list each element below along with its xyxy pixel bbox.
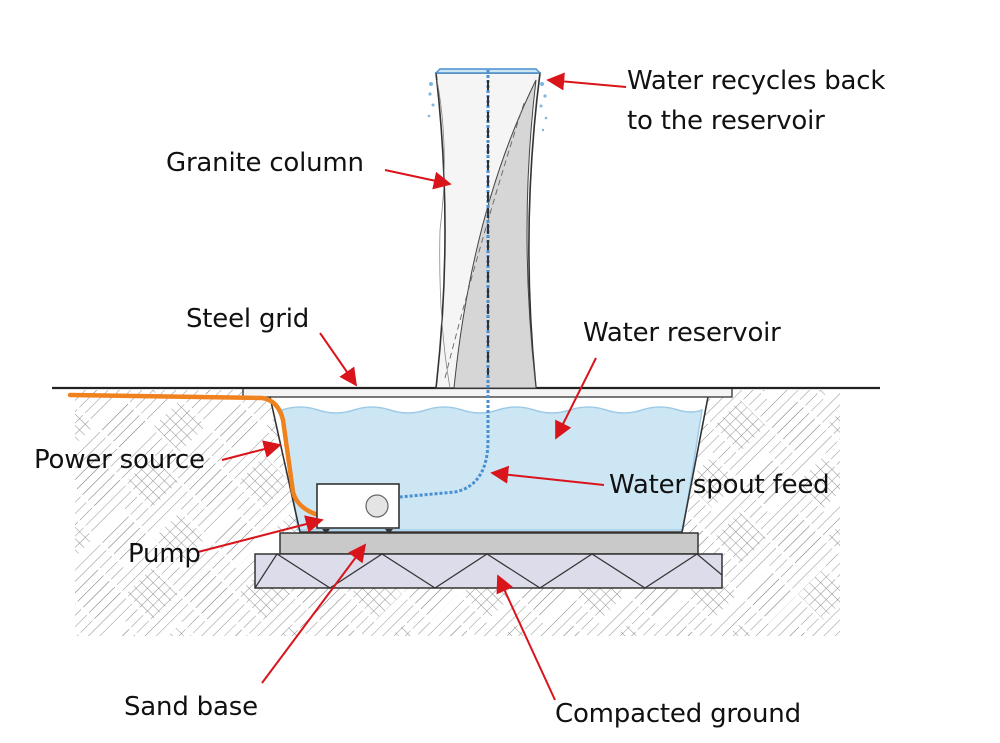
arrow-icon bbox=[555, 357, 597, 440]
ground-block bbox=[149, 507, 211, 569]
ground-block bbox=[205, 507, 267, 569]
fan-icon bbox=[365, 494, 389, 518]
ground-block bbox=[75, 563, 127, 625]
label-compacted-ground: Compacted ground bbox=[555, 699, 801, 729]
ground-block bbox=[177, 390, 239, 401]
arrow-icon bbox=[319, 332, 358, 387]
arrow-icon bbox=[384, 169, 452, 190]
ground-block bbox=[233, 451, 295, 513]
concrete-slab bbox=[279, 532, 699, 555]
arrow-icon bbox=[496, 574, 556, 701]
ground-block bbox=[737, 451, 799, 513]
ground-block bbox=[75, 395, 99, 457]
pump-icon bbox=[316, 483, 400, 534]
ground-block bbox=[177, 451, 239, 513]
arrow-icon bbox=[546, 72, 627, 91]
label-water-spout-feed: Water spout feed bbox=[609, 470, 830, 500]
ground-block bbox=[793, 390, 840, 401]
ground-block bbox=[709, 507, 771, 569]
label-granite-column: Granite column bbox=[166, 148, 364, 178]
ground-block bbox=[821, 395, 840, 457]
ground-block bbox=[121, 563, 183, 625]
ground-block bbox=[75, 390, 127, 401]
ground-block bbox=[737, 390, 799, 401]
arrow-icon bbox=[490, 465, 605, 486]
label-sand-base: Sand base bbox=[124, 692, 258, 722]
label-arrows bbox=[197, 72, 627, 701]
ground-block bbox=[737, 563, 799, 625]
label-steel-grid: Steel grid bbox=[186, 304, 310, 334]
ground-block bbox=[93, 507, 155, 569]
ground-block bbox=[765, 507, 827, 569]
sand-base-block bbox=[254, 553, 723, 589]
label-water-recycles-line2: to the reservoir bbox=[627, 106, 825, 136]
water-spout-pipe bbox=[399, 70, 490, 499]
reservoir-wall bbox=[269, 396, 709, 533]
ground-block bbox=[75, 451, 127, 513]
ground-block bbox=[93, 395, 155, 457]
ground-block bbox=[205, 395, 267, 457]
ground-block bbox=[75, 507, 99, 569]
label-power-source: Power source bbox=[34, 445, 205, 475]
arrow-icon bbox=[197, 515, 324, 553]
label-water-recycles-line1: Water recycles back bbox=[627, 66, 886, 96]
water-drips bbox=[427, 82, 548, 132]
ground-block bbox=[765, 395, 827, 457]
label-pump: Pump bbox=[128, 539, 201, 569]
ground-block bbox=[793, 451, 840, 513]
ground-block bbox=[121, 390, 183, 401]
arrow-icon bbox=[221, 440, 282, 461]
ground-block bbox=[121, 451, 183, 513]
ground-block bbox=[821, 507, 840, 569]
label-water-reservoir: Water reservoir bbox=[583, 318, 781, 348]
arrow-icon bbox=[261, 543, 367, 684]
ground-block bbox=[709, 395, 771, 457]
ground-block bbox=[12, 342, 68, 398]
ground-block bbox=[177, 563, 239, 625]
ground-block bbox=[681, 390, 743, 401]
ground-block bbox=[149, 395, 211, 457]
ground-block bbox=[793, 563, 840, 625]
ground-block bbox=[12, 566, 68, 622]
power-cable bbox=[67, 392, 321, 518]
